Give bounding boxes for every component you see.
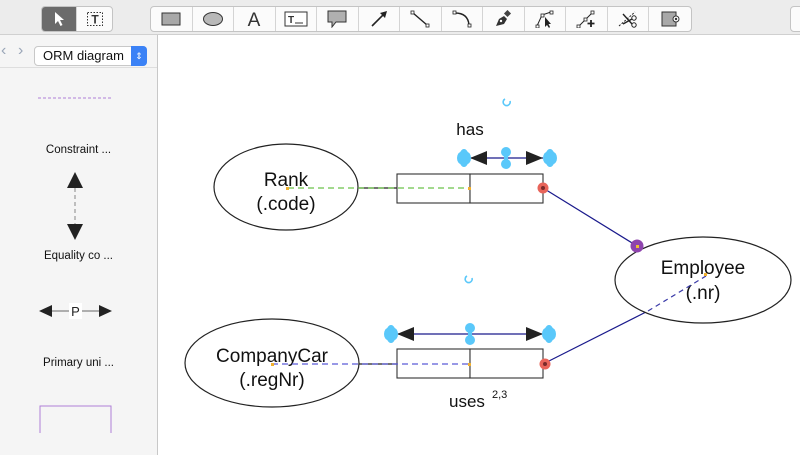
text-box-tool-button[interactable]: T [276,7,317,31]
anchor-point [468,187,471,190]
callout-icon [327,10,347,28]
resize-handle-right[interactable] [543,149,557,167]
employee-anchor [704,273,707,276]
fact-type-uses[interactable]: uses 2,3 [271,275,556,411]
arrow-right-icon [526,151,543,165]
fact-reading: has [456,120,483,139]
draw-tool-group: A T [150,6,692,32]
orm-diagram: Rank (.code) CompanyCar (.regNr) Employe… [184,98,792,411]
insert-image-icon [661,11,680,27]
edit-points-tool-button[interactable] [525,7,566,31]
mandatory-dot-center [543,362,547,366]
rectangle-tool-button[interactable] [151,7,193,31]
resize-handle-left[interactable] [384,325,398,343]
rectangle-icon [161,12,181,26]
entity-ref-mode: (.nr) [686,283,721,304]
svg-text:P: P [71,304,80,319]
arrow-left-icon [470,151,487,165]
select-tool-button[interactable] [42,7,77,31]
library-item-label: Constraint ... [45,144,112,156]
mandatory-dot-center [541,186,545,190]
text-box-icon: T [284,11,308,27]
fact-type-has[interactable]: has [286,98,557,204]
resize-handle-left[interactable] [457,149,471,167]
arc-icon [452,10,472,28]
pen-tool-button[interactable] [483,7,525,31]
rotate-handle-icon[interactable] [502,98,511,107]
fact-reading: uses [449,392,485,411]
library-nav: ‹ › ORM diagram ⇕ [0,41,157,66]
dashed-constraint-line-icon [38,97,113,99]
entity-employee[interactable]: Employee (.nr) [614,236,792,324]
primary-uniqueness-icon: P [39,303,112,319]
rotate-handle-icon[interactable] [464,275,473,284]
select-pointer-icon [55,12,64,26]
role-box-2[interactable] [469,173,544,204]
toolbar: T A T [0,0,800,35]
equality-constraint-icon [67,172,83,240]
arrow-tool-button[interactable] [359,7,400,31]
ellipse-icon [202,12,223,26]
library-sidebar: ‹ › ORM diagram ⇕ Constraint ... Equalit… [0,35,158,455]
anchor-point [468,363,471,366]
fact-reading-superscript: 2,3 [492,389,507,401]
entity-name: Employee [661,258,746,279]
library-item-label: Primary uni ... [43,357,114,369]
nav-forward-button[interactable]: › [18,42,24,59]
entity-ref-mode: (.regNr) [239,370,304,391]
sidebar-divider [0,67,157,68]
subset-bracket-icon [39,405,112,433]
diagram-canvas[interactable]: Rank (.code) CompanyCar (.regNr) Employe… [158,35,800,455]
arc-tool-button[interactable] [442,7,483,31]
text-select-tool-button[interactable]: T [77,7,112,31]
add-point-icon [576,10,595,28]
anchor-point [286,187,289,190]
text-icon: A [248,10,261,28]
line-icon [410,10,430,28]
ellipse-tool-button[interactable] [193,7,234,31]
resize-handle-right[interactable] [542,325,556,343]
svg-text:A: A [248,10,261,28]
entity-name: CompanyCar [216,346,329,367]
svg-text:T: T [91,13,99,27]
arrow-icon [371,11,387,27]
employee-dashed-link [647,275,707,312]
callout-tool-button[interactable] [317,7,359,31]
add-point-tool-button[interactable] [566,7,608,31]
arrow-right-icon [526,327,543,341]
cut-line-icon [618,11,637,28]
nav-back-button[interactable]: ‹ [1,42,7,59]
line-tool-button[interactable] [400,7,442,31]
entity-name: Rank [264,170,309,191]
arrow-left-icon [397,327,414,341]
anchor-point [636,245,639,248]
library-select-value: ORM diagram [43,48,124,63]
text-select-icon: T [86,12,103,27]
svg-text:T: T [288,15,294,26]
connector-uses-employee[interactable] [544,310,649,364]
edit-points-icon [535,10,554,28]
connector-has-employee[interactable] [542,187,638,247]
pen-icon [496,10,512,26]
library-select[interactable]: ORM diagram ⇕ [34,46,147,66]
library-item-label: Equality co ... [43,250,114,262]
text-tool-button[interactable]: A [234,7,276,31]
insert-image-tool-button[interactable] [649,7,691,31]
cut-line-tool-button[interactable] [608,7,649,31]
role-box-2[interactable] [469,348,544,379]
entity-ref-mode: (.code) [256,194,315,215]
mode-tool-group: T [41,6,113,32]
select-stepper-icon: ⇕ [131,46,147,66]
anchor-point [271,363,274,366]
toolbar-right-button[interactable] [790,6,800,32]
